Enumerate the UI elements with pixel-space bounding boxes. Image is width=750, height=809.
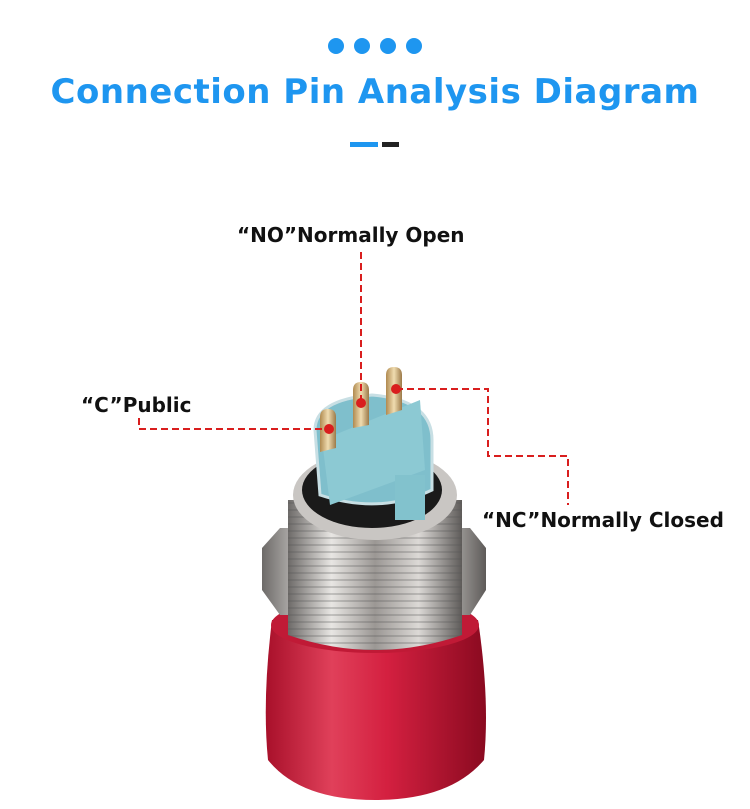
threaded-sleeve xyxy=(288,500,462,650)
dot-4 xyxy=(406,38,422,54)
c-label: “C”Public xyxy=(81,393,192,417)
no-label: “NO”Normally Open xyxy=(237,223,465,247)
page-title: Connection Pin Analysis Diagram xyxy=(50,72,700,112)
dot-1 xyxy=(328,38,344,54)
blue-terminal-housing xyxy=(313,393,434,520)
nc-pin-marker xyxy=(391,384,401,394)
title-underline-accent xyxy=(350,142,378,147)
c-pin-marker xyxy=(324,424,334,434)
no-pin-marker xyxy=(356,398,366,408)
decorative-dots xyxy=(0,38,750,54)
c-leader-line xyxy=(138,418,329,430)
dot-3 xyxy=(380,38,396,54)
nc-label: “NC”Normally Closed xyxy=(482,508,724,532)
dot-2 xyxy=(354,38,370,54)
title-underline-dark xyxy=(382,142,399,147)
nc-leader-line xyxy=(396,388,569,505)
leader-lines xyxy=(138,252,569,505)
